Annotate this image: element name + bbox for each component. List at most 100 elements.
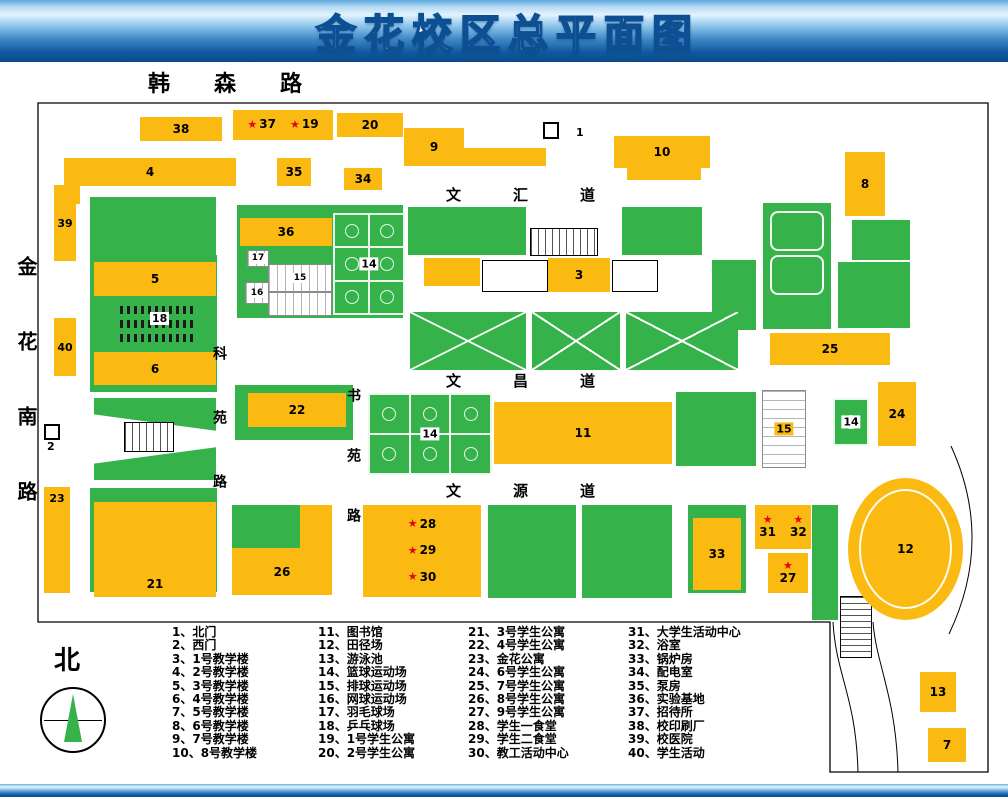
tennis-court-outline [770,211,824,251]
legend-item: 18、乒乓球场 [318,718,395,733]
road-name: 金花南路 [14,256,38,556]
legend-item: 23、金花公寓 [468,651,545,666]
building-number: 22 [288,403,306,417]
building-34: 34 [344,168,382,190]
building-13: 13 [920,672,956,712]
building-9: 9 [404,128,464,166]
building-number: 24 [888,407,906,421]
building-number: 32 [790,525,807,540]
gate-house [124,422,174,452]
table-tennis-tables [120,306,196,314]
volleyball-courts: 15 [762,390,806,468]
legend-item: 3、1号教学楼 [172,651,249,666]
legend-item: 9、7号教学楼 [172,732,249,747]
court-cell [369,280,404,314]
building-number: 29 [419,543,437,558]
legend-item: 10、8号教学楼 [172,745,258,760]
starred-building-label: ★30 [408,570,437,585]
legend-item: 33、锅炉房 [628,651,693,666]
building-number: 26 [273,564,291,579]
legend-item: 32、浴室 [628,638,681,653]
building-6: 6 [94,352,216,385]
building-22: 22 [248,393,346,427]
building-number: 13 [929,685,947,699]
legend-item: 22、4号学生公寓 [468,638,566,653]
building-35: 35 [277,158,311,186]
building-11: 11 [494,402,672,464]
lawn-with-paths [532,312,620,370]
legend-item: 21、3号学生公寓 [468,625,566,639]
lawn [676,392,756,466]
legend-item: 39、校医院 [628,732,693,747]
legend-item: 2、西门 [172,638,217,653]
building-number: 34 [354,172,372,186]
building-annex: ★28 ★29 ★30 [363,505,481,597]
lawn [90,197,216,255]
building-4: 4 [64,158,236,186]
building-number: 36 [277,225,295,239]
building-number: 39 [57,216,73,230]
south-exit-road-left [832,621,859,773]
court-number: 14 [359,257,379,271]
compass-needle-icon [64,694,82,742]
legend-item: 34、配电室 [628,665,693,680]
legend-item: 17、羽毛球场 [318,705,395,720]
lawn-with-paths [626,312,738,370]
legend-item: 14、篮球运动场 [318,665,407,680]
star-icon: ★ [407,543,418,557]
road-name: 韩森路 [148,72,347,97]
building-number: 40 [57,340,73,354]
building-8: 8 [845,152,885,216]
building-number: 4 [145,165,155,179]
court-cell [334,214,369,248]
gate-marker [543,122,559,139]
legend-item: 12、田径场 [318,638,383,653]
building-number: 23 [49,492,65,505]
road-name: 文昌道 [446,372,648,390]
building-annex: ★27 [768,553,808,593]
building-number: 9 [429,140,439,154]
lawn [408,207,526,255]
tennis-courts [763,203,831,329]
building-12: 12 [848,478,963,620]
building-number: 20 [361,118,379,132]
legend-item: 16、网球运动场 [318,692,407,707]
star-icon: ★ [783,558,793,572]
building-number: 19 [301,117,319,132]
table-tennis-label: 18 [150,312,170,326]
legend-item: 15、排球运动场 [318,678,407,693]
legend-item: 25、7号学生公寓 [468,678,566,693]
small-court-block [268,292,332,316]
court-cell [334,280,369,314]
building-number: 8 [860,177,870,191]
court-cell [450,394,491,434]
court-cell [369,434,410,474]
starred-building-label: ★28 [408,517,437,532]
building-21: 21 [94,502,216,597]
road-name: 文汇道 [446,186,648,204]
building-25: 25 [770,333,890,365]
legend-item: 40、学生活动 [628,745,705,760]
building-36: 36 [240,218,332,246]
building-number: 25 [821,342,839,356]
small-court-block: 16 [245,282,269,304]
building-number: 31 [759,525,776,540]
court-number: 15 [291,272,309,284]
building-number: 35 [285,165,303,179]
star-icon: ★ [793,512,804,526]
building-annex: ★37★19 [233,110,333,140]
court-cell [369,214,404,248]
lawn [582,505,672,598]
building-number: 33 [708,547,726,561]
building-5: 5 [94,262,216,296]
stadium-side-road [948,445,973,635]
lawn [852,220,910,260]
court-number: 14 [841,415,861,429]
building-annex [300,505,332,548]
legend-item: 38、校印刷厂 [628,718,705,733]
legend-item: 19、1号学生公寓 [318,732,416,747]
compass: 北 [40,640,106,753]
legend-item: 36、实验基地 [628,692,705,707]
gate-number: 2 [47,440,55,453]
